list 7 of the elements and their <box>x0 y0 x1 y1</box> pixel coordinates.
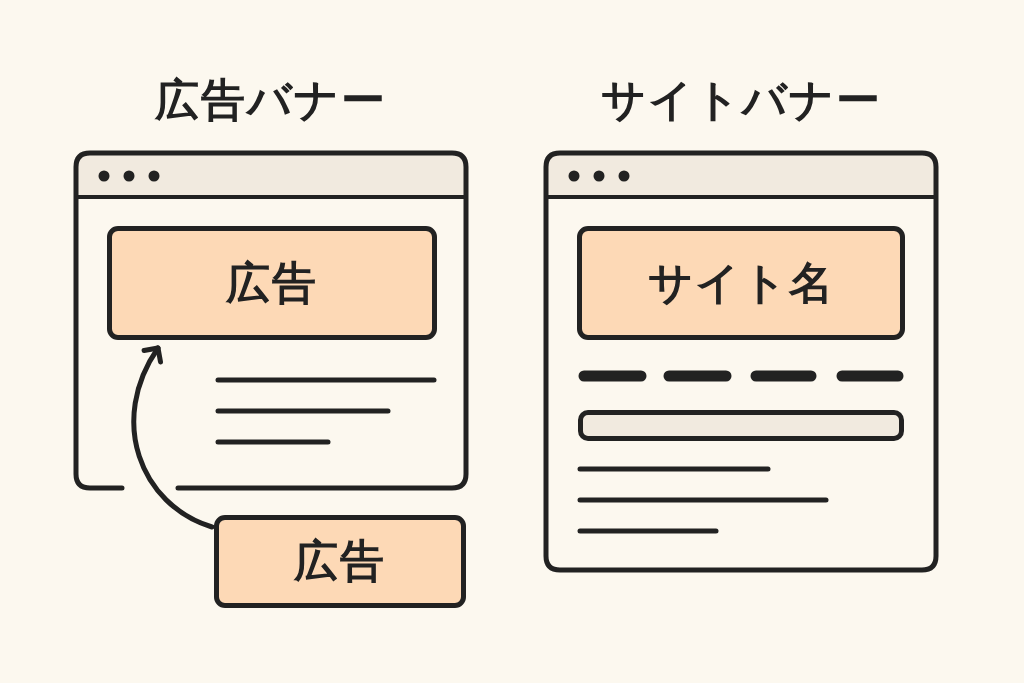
banner-box: 広告 <box>107 226 437 340</box>
arrow <box>131 345 215 530</box>
search-bar <box>578 410 904 441</box>
banner-box: サイト名 <box>577 226 905 340</box>
window-title: サイトバナー <box>599 73 883 127</box>
banner-box: 広告 <box>214 515 466 608</box>
window-title: 広告バナー <box>154 73 388 127</box>
